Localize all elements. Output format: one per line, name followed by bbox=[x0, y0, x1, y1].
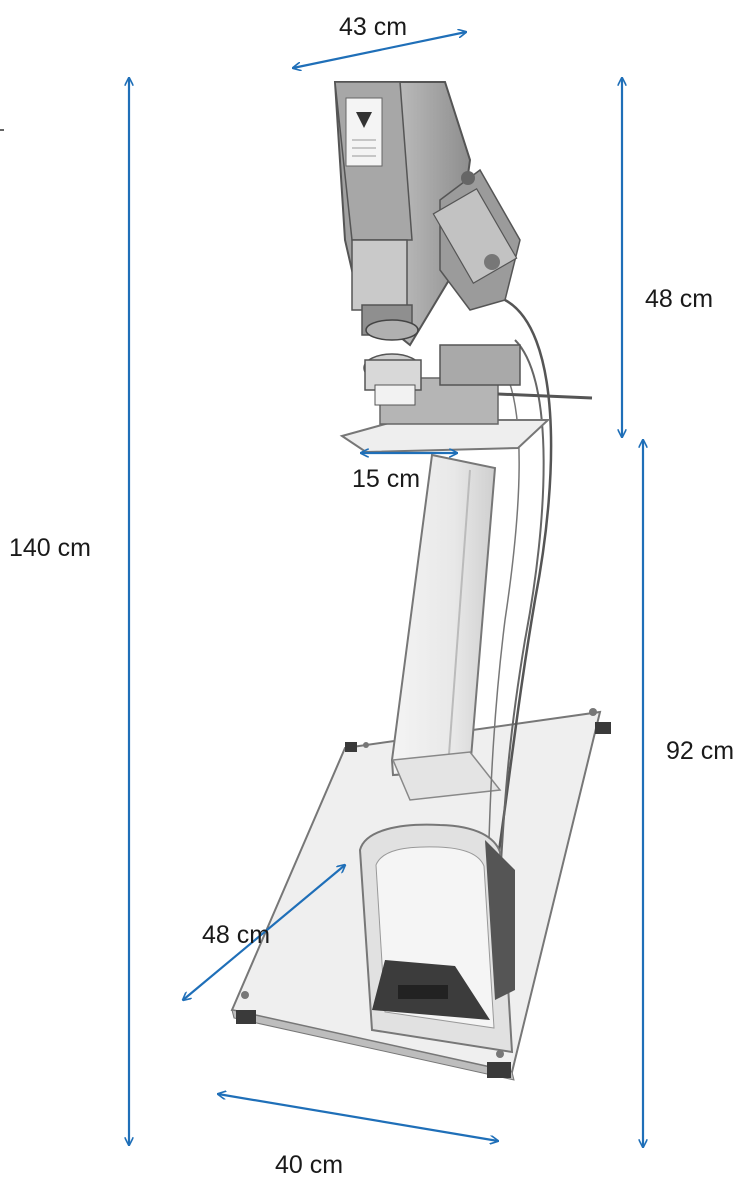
foot-pedal bbox=[358, 823, 515, 1054]
leveling-feet bbox=[236, 722, 611, 1078]
stand-column bbox=[390, 453, 497, 777]
dimension-arrow-base-width bbox=[218, 1094, 498, 1141]
warning-label bbox=[345, 97, 383, 167]
machine-head bbox=[333, 81, 521, 347]
label-top-width: 43 cm bbox=[339, 13, 407, 41]
cable bbox=[493, 298, 553, 881]
work-table bbox=[339, 419, 551, 454]
label-stand-height: 92 cm bbox=[666, 737, 734, 765]
label-base-depth: 48 cm bbox=[202, 921, 270, 949]
cable bbox=[499, 339, 545, 881]
dimension-arrow-base-depth bbox=[183, 865, 345, 1000]
label-table-width: 15 cm bbox=[352, 465, 420, 493]
cable bbox=[487, 359, 520, 881]
dimension-labels: 43 cm 48 cm 15 cm 140 cm 92 cm 48 cm 40 … bbox=[9, 13, 734, 1178]
machine-illustration bbox=[230, 81, 611, 1081]
dimension-arrows bbox=[129, 32, 643, 1147]
label-base-width: 40 cm bbox=[275, 1151, 343, 1178]
label-head-height: 48 cm bbox=[645, 285, 713, 313]
stand-foot bbox=[391, 751, 502, 801]
dimension-arrow-top-width bbox=[293, 32, 466, 68]
label-total-height: 140 cm bbox=[9, 534, 91, 562]
base-plate-edge bbox=[231, 1009, 515, 1081]
lower-mechanism bbox=[363, 344, 593, 425]
